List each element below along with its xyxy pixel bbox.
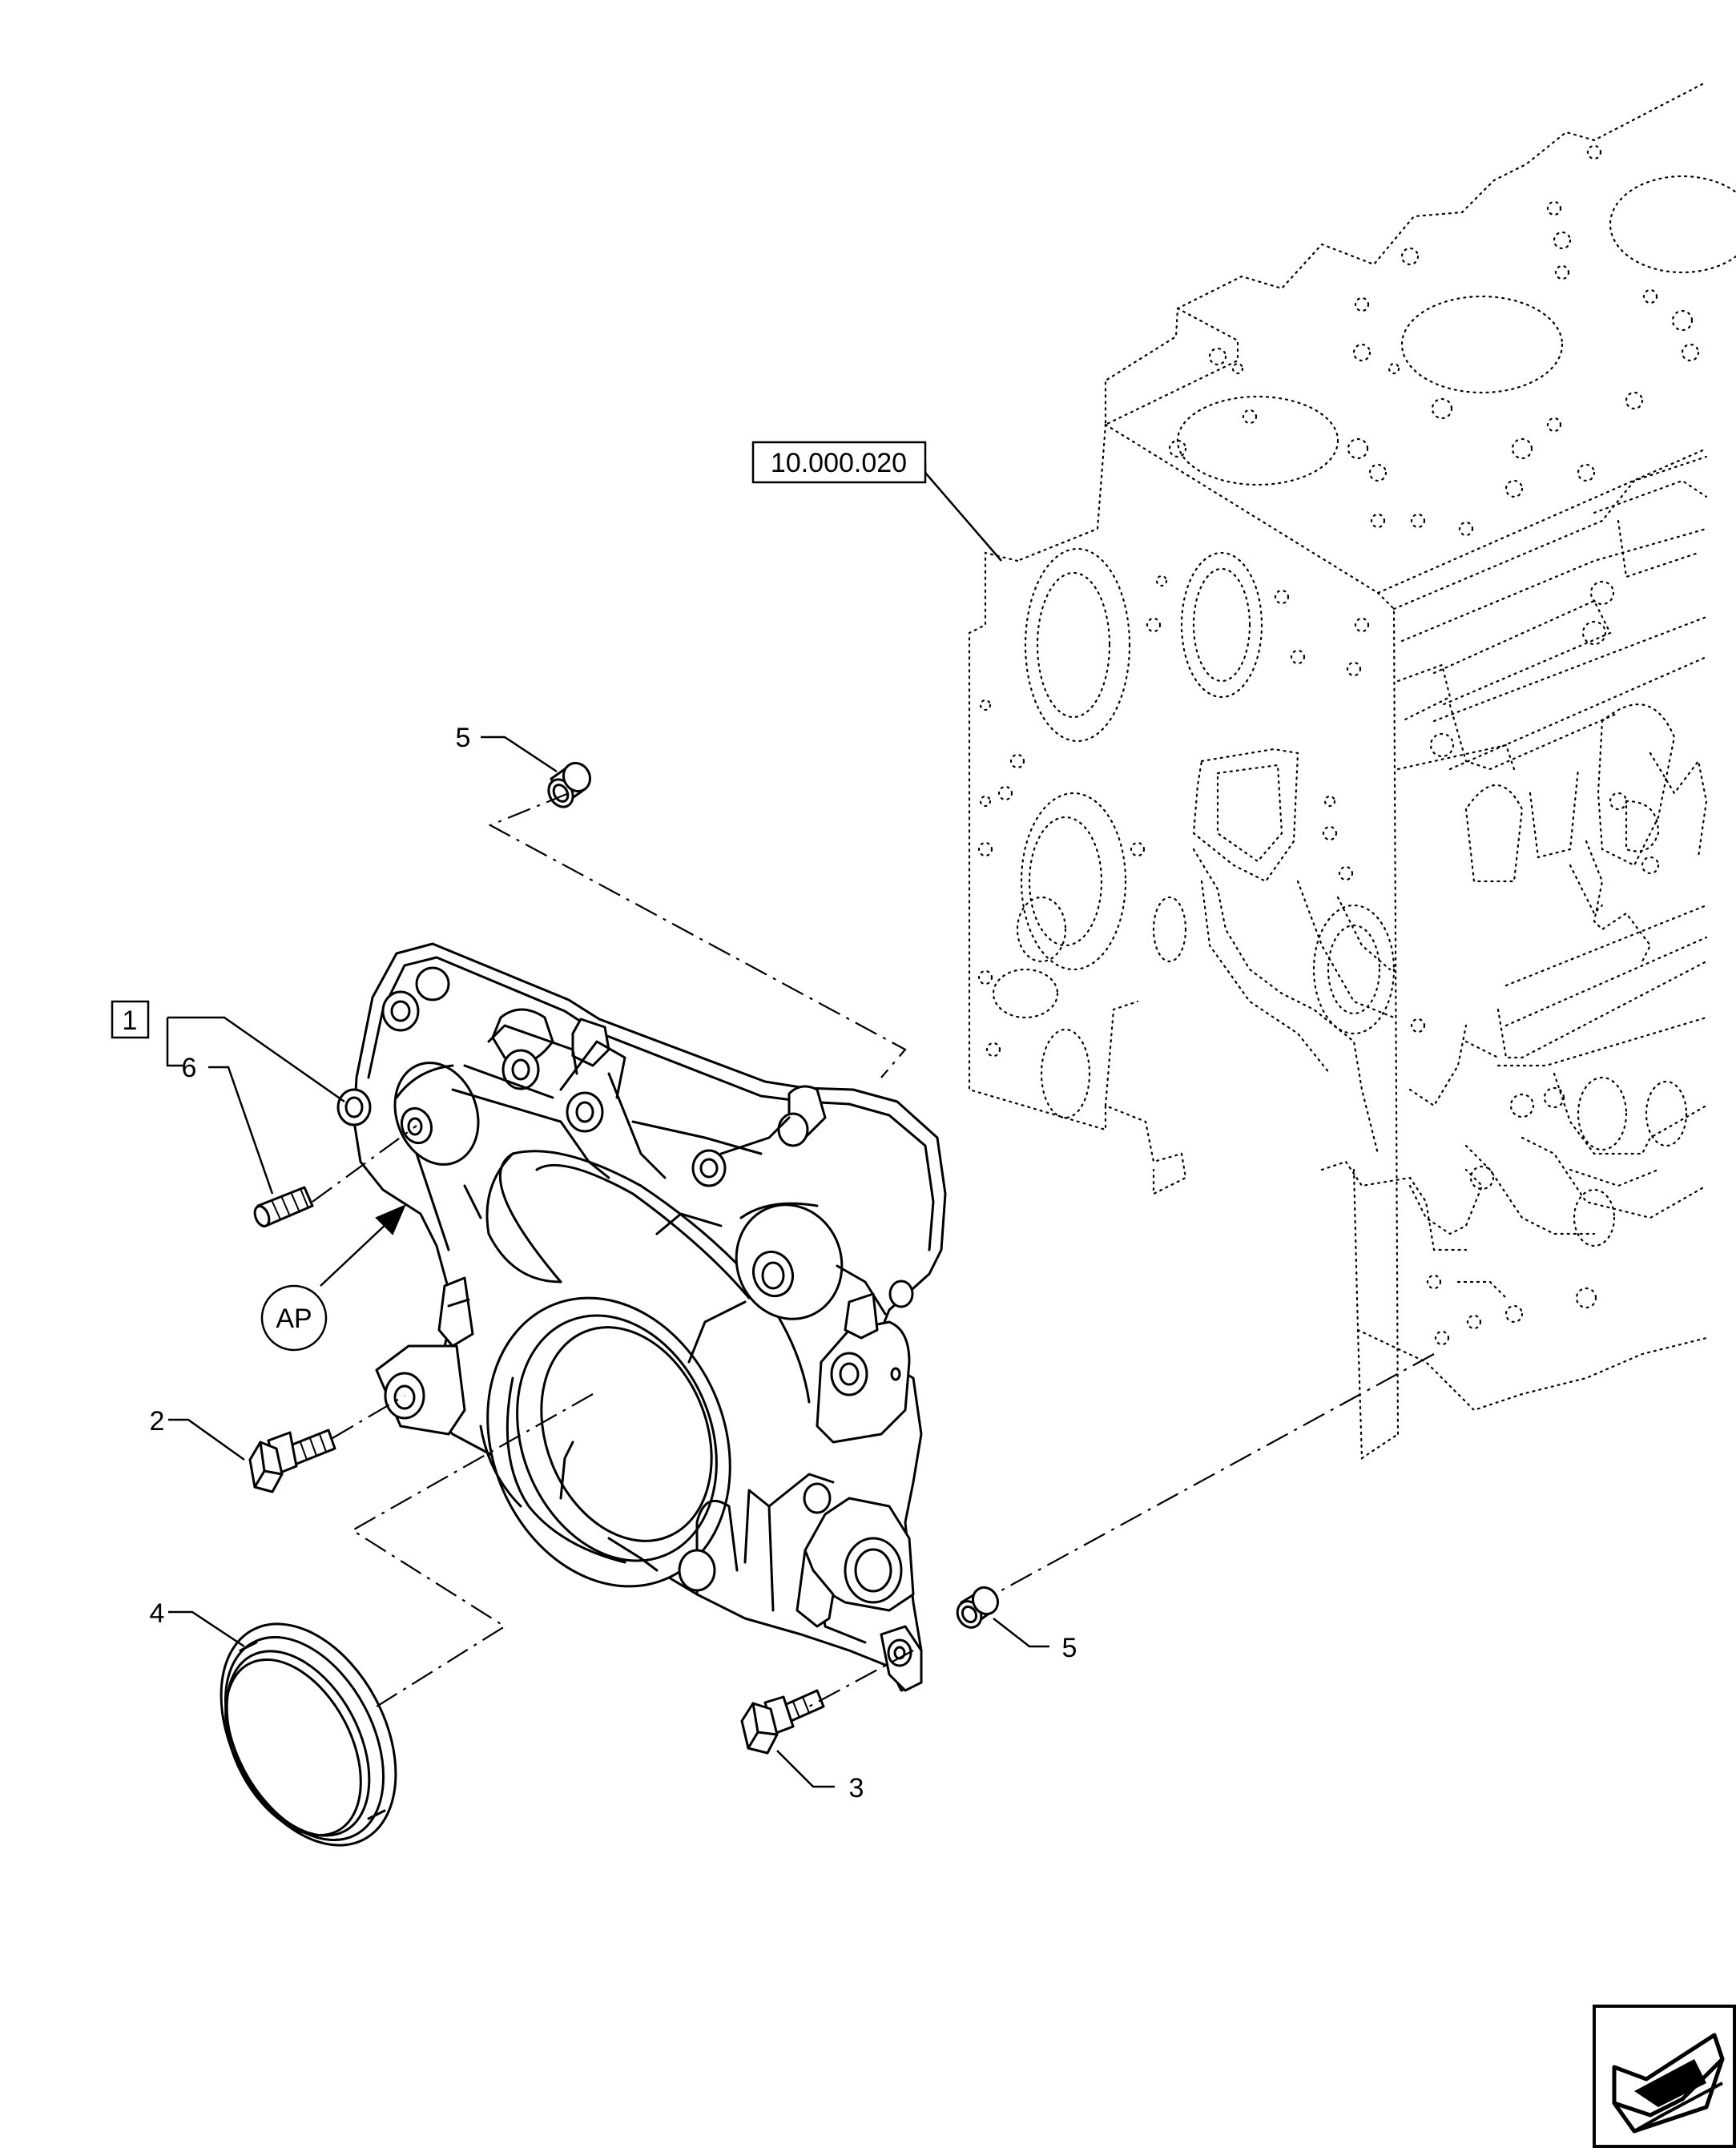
flange-bolt-3	[740, 1689, 825, 1755]
stud-part	[253, 1186, 314, 1227]
view-label: AP	[276, 1304, 312, 1334]
callout-2: 2	[150, 1406, 165, 1437]
reference-label: 10.000.020	[771, 448, 907, 478]
bushing-top	[547, 761, 592, 808]
callout-6: 6	[182, 1053, 197, 1083]
callout-3: 3	[849, 1773, 864, 1803]
leader-lines	[166, 462, 1049, 1788]
callout-5-bottom: 5	[1062, 1633, 1077, 1663]
seal-ring	[220, 1622, 397, 1847]
callout-5-top: 5	[456, 723, 471, 753]
kit-label: 1	[123, 1005, 138, 1036]
view-marker: AP	[260, 1204, 406, 1352]
callout-4: 4	[150, 1598, 165, 1629]
front-cover-housing	[336, 942, 947, 1692]
reference-box: 10.000.020	[751, 441, 927, 484]
kit-box: 1	[111, 1000, 150, 1039]
arrow-page-icon[interactable]	[1593, 2005, 1736, 2148]
bushing-bottom	[956, 1586, 1000, 1629]
engine-block-reference	[968, 83, 1736, 1461]
assembly-lines	[312, 792, 1435, 1707]
flange-bolt-2	[248, 1429, 336, 1493]
